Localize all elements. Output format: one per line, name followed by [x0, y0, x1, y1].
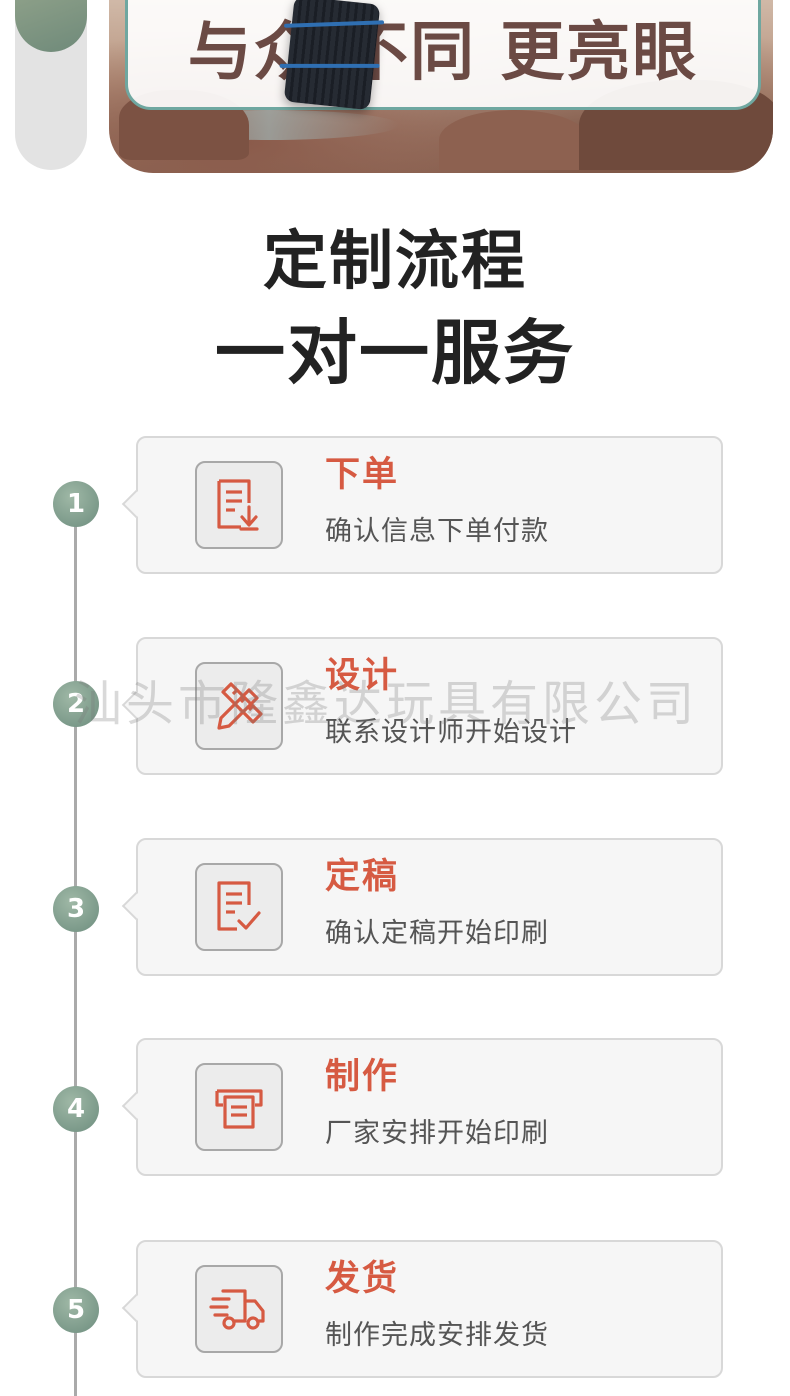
- step-description: 确认信息下单付款: [325, 516, 549, 547]
- company-watermark: 汕头市隆鑫达玩具有限公司: [74, 676, 699, 732]
- card-pointer: [121, 1091, 151, 1121]
- delivery-truck-icon: [195, 1265, 283, 1353]
- step-card-production: 制作 厂家安排开始印刷: [121, 1038, 723, 1176]
- card-pointer: [121, 489, 151, 519]
- section-title: 定制流程: [263, 225, 527, 299]
- step-card-order: 下单 确认信息下单付款: [121, 436, 723, 574]
- step-description: 厂家安排开始印刷: [325, 1118, 549, 1149]
- step-number-badge: 5: [53, 1287, 99, 1333]
- step-number-badge: 3: [53, 886, 99, 932]
- banner-title-frame: 与众 不同 更亮眼: [125, 0, 761, 110]
- order-document-icon: [195, 461, 283, 549]
- step-card-shipping: 发货 制作完成安排发货: [121, 1240, 723, 1378]
- card-pointer: [121, 891, 151, 921]
- card-pointer: [121, 1293, 151, 1323]
- timeline-line: [74, 504, 77, 1396]
- side-tab: [15, 0, 87, 170]
- step-number-badge: 4: [53, 1086, 99, 1132]
- step-title: 设计: [325, 656, 400, 696]
- banner-title: 与众 不同 更亮眼: [187, 16, 699, 90]
- step-description: 制作完成安排发货: [325, 1320, 549, 1351]
- section-subtitle: 一对一服务: [215, 312, 575, 394]
- step-title: 制作: [325, 1057, 400, 1097]
- step-title: 下单: [325, 455, 400, 495]
- design-pencil-ruler-icon: [195, 662, 283, 750]
- printer-icon: [195, 1063, 283, 1151]
- promo-banner: 与众 不同 更亮眼: [109, 0, 773, 173]
- step-number-badge: 1: [53, 481, 99, 527]
- document-check-icon: [195, 863, 283, 951]
- step-card-finalize: 定稿 确认定稿开始印刷: [121, 838, 723, 976]
- step-description: 联系设计师开始设计: [325, 717, 577, 748]
- banner-rock: [439, 110, 589, 170]
- step-card-design: 设计 联系设计师开始设计: [121, 637, 723, 775]
- step-title: 发货: [325, 1259, 400, 1299]
- product-image: [283, 0, 381, 111]
- step-title: 定稿: [325, 857, 400, 897]
- step-number-badge: 2: [53, 681, 99, 727]
- side-tab-indicator: [15, 0, 87, 52]
- step-description: 确认定稿开始印刷: [325, 918, 549, 949]
